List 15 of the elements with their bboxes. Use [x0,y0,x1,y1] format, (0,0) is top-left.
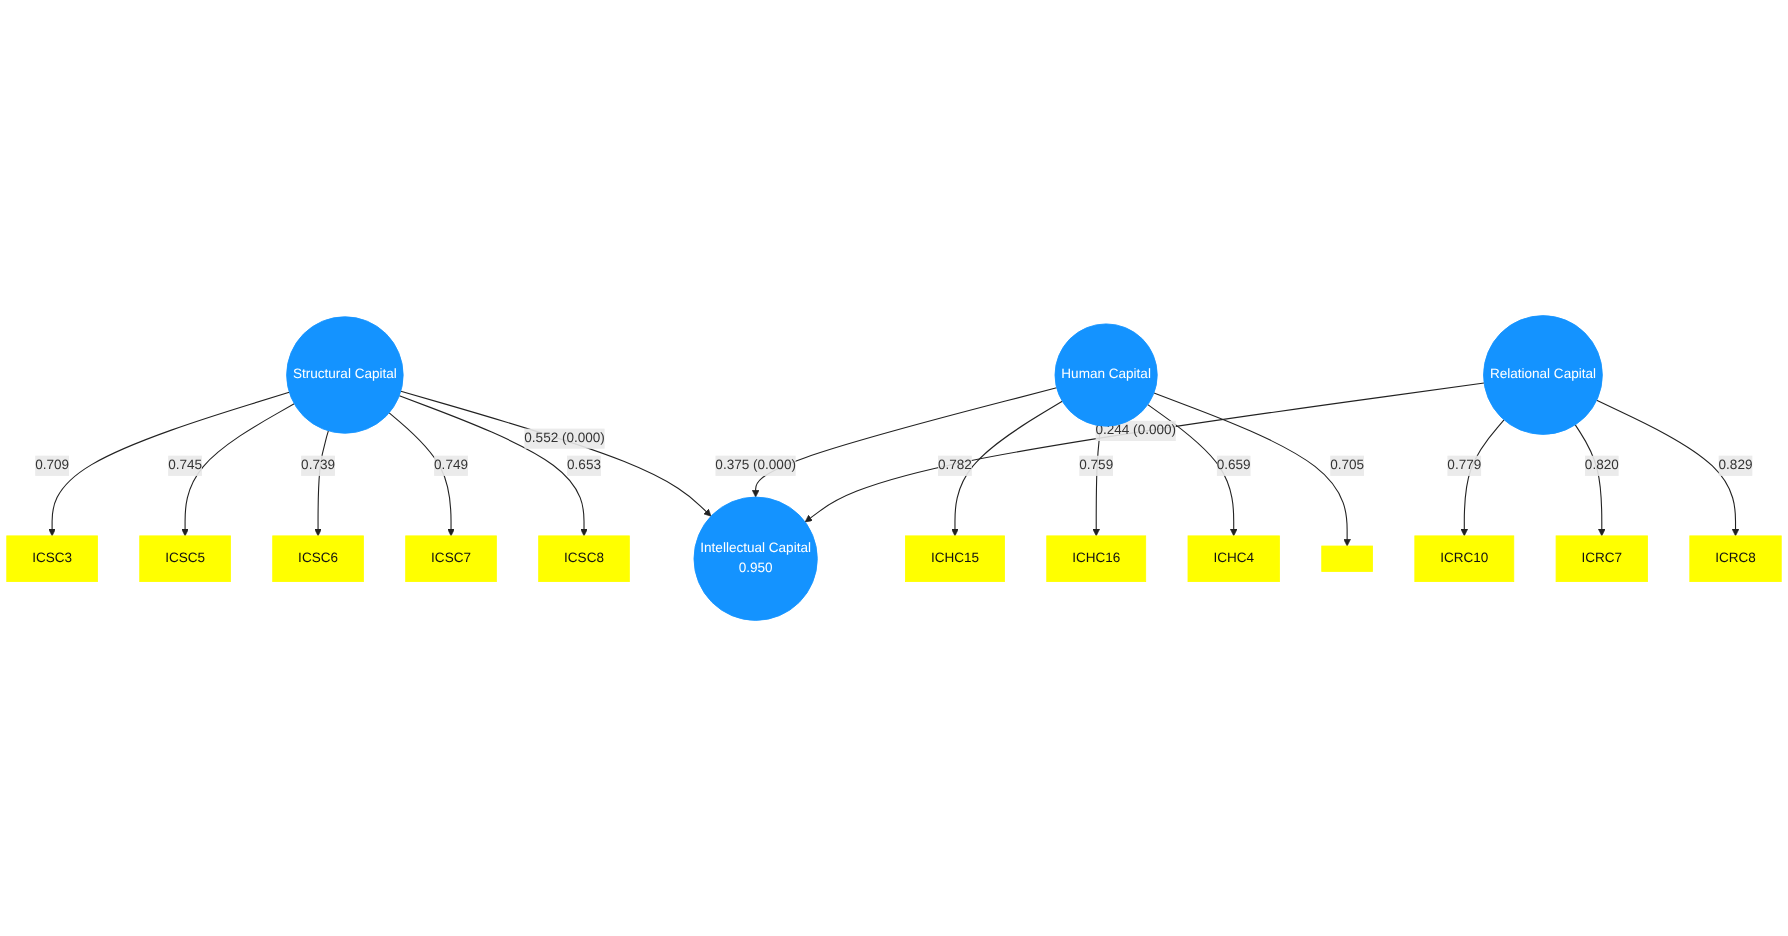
arrow [1147,404,1238,537]
arrow [400,390,712,517]
arrow [398,395,588,537]
arrow [181,403,295,537]
arrow [951,400,1063,537]
arrow [751,387,1058,498]
node-box [1321,545,1373,572]
arrow [48,391,290,537]
arrow [1153,392,1351,547]
arrow [1460,419,1505,537]
arrow [314,430,329,537]
arrow [1596,399,1740,537]
arrow [388,412,455,537]
arrow [804,382,1485,523]
arrow [1574,424,1606,537]
